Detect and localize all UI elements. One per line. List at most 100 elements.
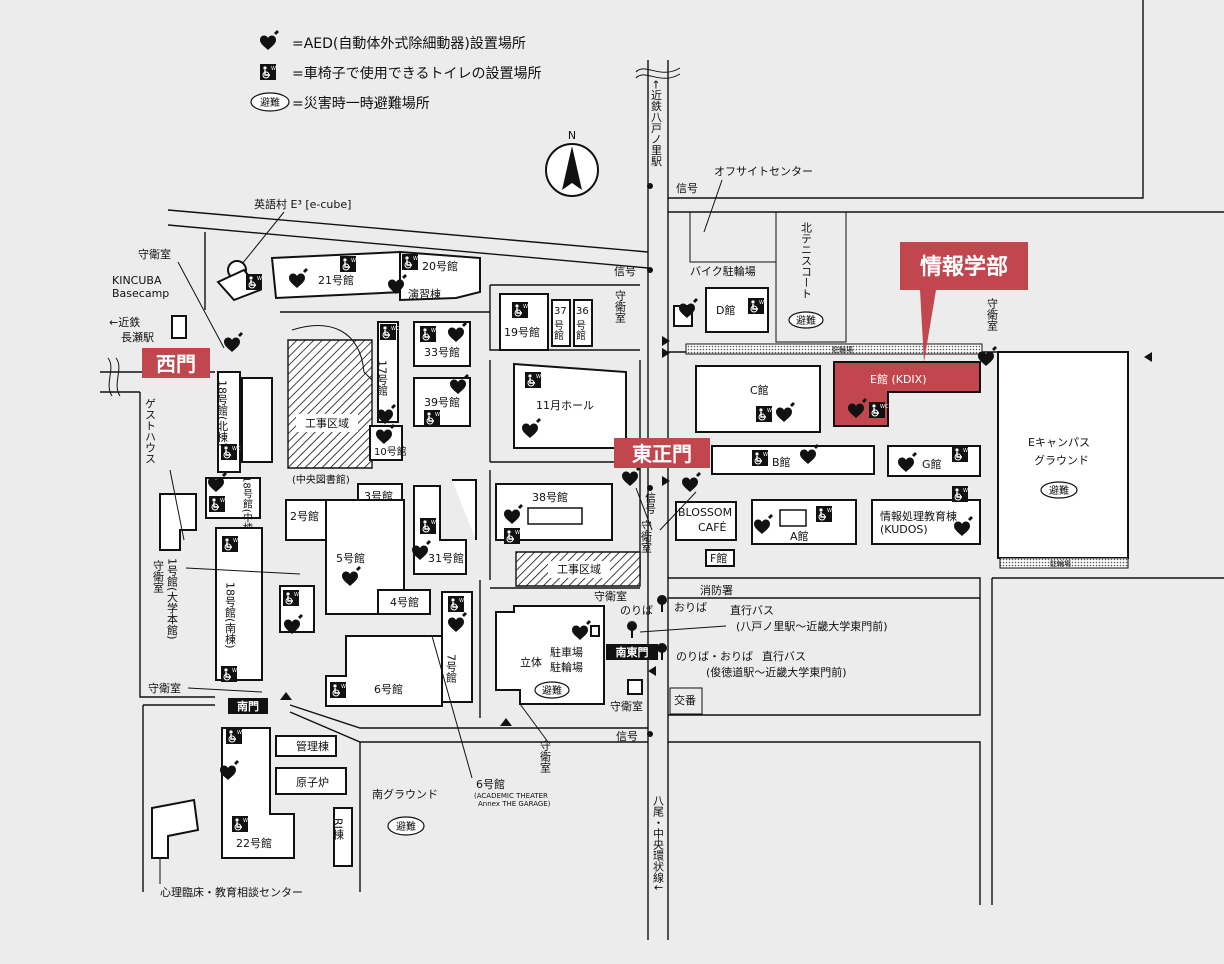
east-main-gate-label: 東正門 — [632, 442, 692, 466]
gate-highlights: 西門 東正門 — [142, 348, 710, 468]
building-d-label: D館 — [716, 303, 735, 317]
koban — [669, 687, 703, 715]
guesthouse-label: ゲストハウス — [144, 398, 157, 464]
bus-2-title: 直行バス — [762, 649, 806, 663]
building-18-south — [215, 527, 263, 681]
theater-label-2: Annex THE GARAGE) — [478, 800, 551, 808]
building-18-north-label: 18号館(北棟) — [216, 380, 229, 447]
legend-aed: =AED(自動体外式除細動器)設置場所 — [292, 36, 526, 52]
guard-booth-se — [627, 679, 643, 695]
building-19-label: 19号館 — [504, 325, 540, 339]
faculty-label: 情報学部 — [920, 254, 1008, 280]
west-gate-badge — [142, 348, 210, 378]
fire-station-label: 消防署 — [700, 583, 733, 597]
tennis-court — [775, 211, 847, 343]
guard-label-se: 守衛室 — [610, 699, 643, 713]
library-label: (中央図書館) — [292, 473, 350, 486]
bike-lot-label-e: 駐輪場 — [1050, 559, 1071, 568]
bus-stop-label-1: おりば — [674, 601, 707, 614]
building-22-label: 22号館 — [236, 836, 272, 850]
south-gate-badge — [228, 698, 268, 714]
building-e-label: E館 (KDIX) — [870, 372, 927, 386]
compass: N — [545, 129, 599, 197]
building-4-label: 4号館 — [390, 595, 419, 609]
building-18-middle-label: 18号館(中棟) — [241, 476, 253, 537]
building-33-label: 33号館 — [424, 345, 460, 359]
theater-label-1: (ACADEMIC THEATER — [474, 792, 548, 800]
blossom-cafe — [675, 501, 737, 541]
aed-icon — [622, 466, 641, 486]
refuge-badge-tennis: 避難 — [796, 314, 816, 327]
parking-label-2: 駐車場 — [550, 645, 583, 659]
building-1-label: 1号館(大学本館) — [166, 558, 179, 640]
refuge-legend-icon — [250, 92, 290, 112]
building-37 — [551, 299, 571, 347]
guard-label-ne: 守衛室 — [614, 289, 627, 323]
bus-1-title: 直行バス — [730, 603, 774, 617]
legend-refuge: =災害時一時避難場所 — [292, 96, 430, 112]
practice-building-label: 演習棟 — [408, 287, 441, 301]
refuge-icon — [788, 311, 824, 329]
building-37-label-2: 号館 — [552, 320, 564, 341]
offsite-center-label: オフサイトセンター — [714, 165, 813, 178]
kincuba-building — [171, 315, 187, 339]
kintetsu-nagase-label-1: ←近鉄 — [109, 315, 140, 329]
toilet-legend-icon — [259, 63, 281, 81]
kudos-building — [871, 499, 981, 545]
signal-label-mid: 信号 — [614, 265, 636, 278]
building-38-label: 38号館 — [532, 490, 568, 504]
reactor-building — [275, 767, 347, 795]
kudos-label-1: 情報処理教育棟 — [880, 509, 957, 523]
offsite-center — [689, 211, 777, 263]
koban-label: 交番 — [674, 693, 696, 707]
building-39-label: 39号館 — [424, 395, 460, 409]
bus-1-route: (八戸ノ里駅～近畿大学東門前) — [736, 619, 888, 633]
building-c-label: C館 — [750, 383, 769, 397]
building-6-label: 6号館 — [374, 682, 403, 696]
blossom-cafe-label-2: CAFÉ — [698, 521, 727, 534]
refuge-legend-badge: 避難 — [260, 96, 280, 109]
building-b — [711, 445, 875, 475]
refuge-icon — [1040, 481, 1078, 499]
building-31-label: 31号館 — [428, 551, 464, 565]
e-cube-label: 英語村 E³ [e-cube] — [254, 197, 351, 211]
building-20 — [399, 250, 481, 302]
psych-center-label: 心理臨床・教育相談センター — [160, 885, 303, 899]
building-10 — [369, 425, 403, 461]
building-6 — [325, 635, 443, 707]
roads — [100, 0, 1224, 940]
legend-toilet: =車椅子で使用できるトイレの設置場所 — [292, 65, 541, 82]
south-east-gate-label: 南東門 — [616, 645, 649, 659]
building-2-label: 2号館 — [290, 509, 319, 523]
building-c — [695, 365, 821, 433]
guard-label-sw: 守衛室 — [148, 681, 181, 695]
faculty-highlight — [900, 242, 1028, 290]
south-east-gate-badge — [606, 644, 658, 660]
south-gate-label: 南門 — [237, 699, 259, 713]
building-a-label: A館 — [790, 529, 809, 543]
reactor-building-label: 原子炉 — [296, 776, 329, 789]
kincuba-label-1: KINCUBA — [112, 274, 162, 287]
guard-label-s: 守衛室 — [539, 739, 552, 773]
bus-stop-label-3: のりば・おりば — [676, 650, 753, 663]
refuge-badge-parking: 避難 — [542, 684, 562, 697]
ri-building — [333, 807, 353, 867]
building-10-label: 10号館 — [374, 445, 407, 458]
building-31-wing — [452, 479, 477, 540]
psych-center — [151, 798, 200, 859]
parking-label-3: 駐輪場 — [550, 660, 583, 674]
chuo-kanjo-label: 八尾・中央環状線↓ — [652, 795, 665, 892]
bike-parking-label: バイク駐輪場 — [690, 264, 756, 278]
building-4 — [377, 589, 431, 615]
admin-building-label: 管理棟 — [296, 739, 329, 753]
guard-label-east-gate: 守衛室 — [640, 519, 653, 553]
building-36-label-2: 号館 — [574, 320, 586, 341]
aed-icon — [682, 472, 701, 492]
refuge-badge-ecampus: 避難 — [1049, 484, 1069, 497]
signal-label-east: 信号 — [644, 492, 657, 515]
compass-label: N — [568, 129, 576, 142]
refuge-icon — [534, 681, 570, 699]
hall-11-label: 11月ホール — [536, 399, 594, 412]
kintetsu-nagase-label-2: 長瀬駅 — [121, 330, 154, 344]
